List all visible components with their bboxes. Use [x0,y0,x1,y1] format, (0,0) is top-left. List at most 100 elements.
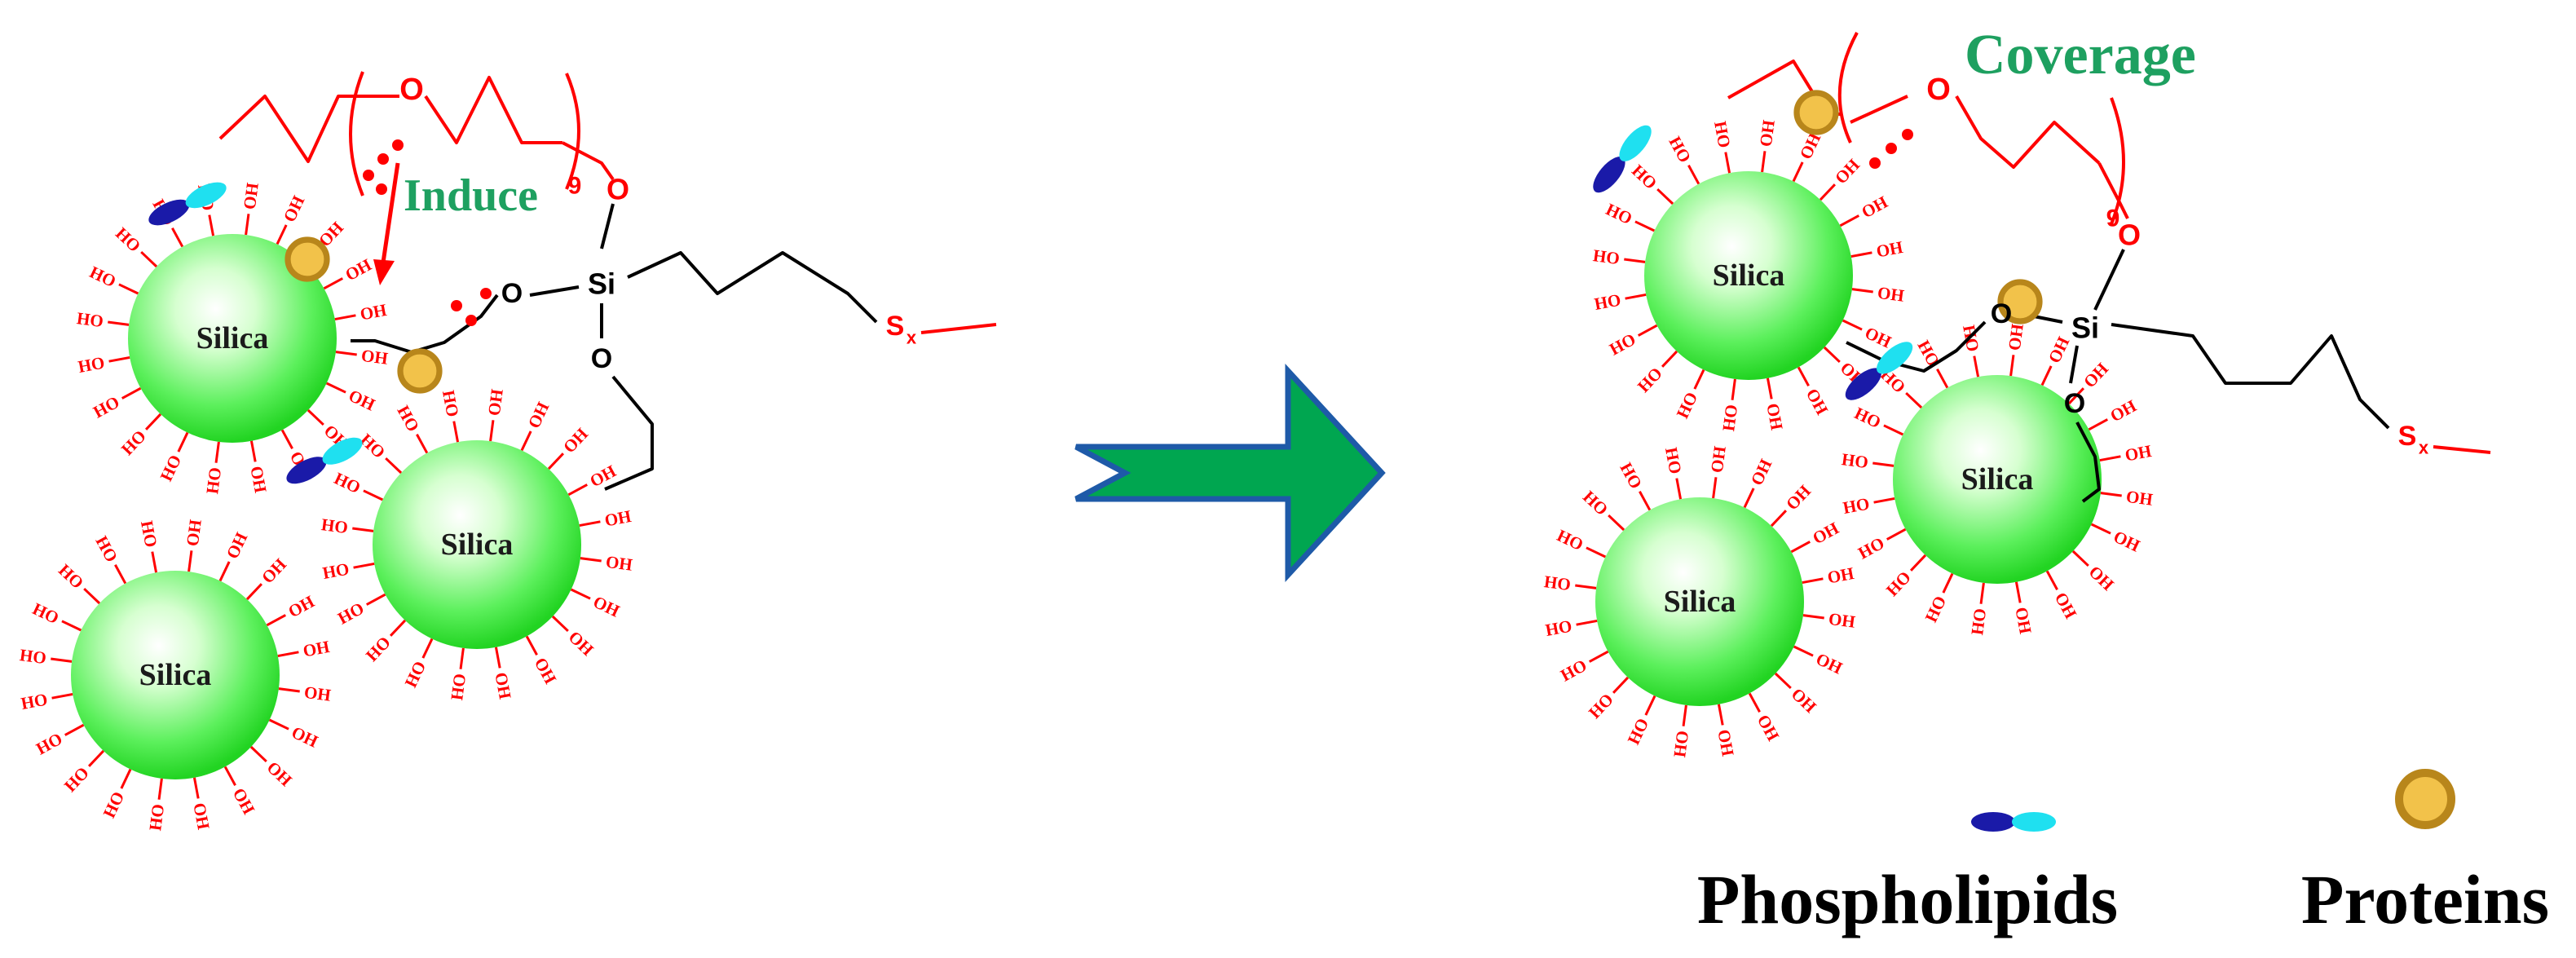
phospholipid-icon [148,182,227,226]
hydroxyl-label: HO [394,402,424,435]
silica-sphere [373,440,581,649]
hydroxyl-bond [489,420,495,442]
hydroxyl-label: HO [1967,607,1990,636]
hydroxyl-label: OH [2111,527,2143,556]
peg-bond [562,141,615,181]
repeat-bracket-right [2110,97,2125,225]
hydroxyl-label: HO [33,729,65,759]
hydroxyl-bond [249,745,267,762]
oxygen-label: O [1991,298,2012,329]
hydroxyl-bond [120,768,132,789]
hydroxyl-label: OH [302,637,332,661]
hydroxyl-bond [1608,514,1625,532]
propyl-chain [627,251,878,324]
hydroxyl-bond [1644,695,1656,716]
hydroxyl-bond [1936,369,1949,389]
hydroxyl-bond [276,224,288,245]
hydroxyl-bond [1774,672,1792,689]
hydroxyl-label: HO [20,689,50,713]
hydroxyl-bond [268,718,289,731]
hydroxyl-label: HO [362,633,395,665]
hydroxyl-bond [1612,676,1630,694]
hydroxyl-bond [551,615,569,632]
hydroxyl-label: OH [229,785,259,818]
hydroxyl-bond [1770,510,1787,528]
hydroxyl-bond [352,527,374,532]
peg-bond [1850,95,1908,124]
hydroxyl-bond [1712,477,1718,499]
hydroxyl-label: HO [439,389,463,419]
hydroxyl-label: HO [401,658,430,691]
hydroxyl-bond [335,351,357,356]
hydroxyl-bond [280,429,293,449]
oxygen-label: O [399,73,424,107]
hydroxyl-label: HO [99,788,129,821]
hydroxyl-bond [171,227,184,248]
hydroxyl-bond [2040,365,2053,386]
hydroxyl-label: HO [1592,245,1621,268]
hydroxyl-label: OH [1875,237,1905,262]
hydroxyl-label: OH [1813,649,1846,678]
hydroxyl-bond [61,620,82,632]
hydroxyl-bond [88,749,105,767]
hydroxyl-label: OH [263,757,296,790]
hydroxyl-label: OH [559,424,592,457]
induce-arrow-head [373,259,395,285]
hydroxyl-label: OH [590,592,623,621]
hydroxyl-bond [208,214,215,236]
hydroxyl-bond [580,557,602,563]
hydroxyl-label: HO [1665,133,1696,166]
hydroxyl-bond [1589,650,1609,663]
silicon-label: Si [588,267,615,301]
hydroxyl-label: OH [1877,283,1905,306]
silica-sphere [128,234,337,443]
peg-chain [1955,95,2101,169]
hydroxyl-bond [2045,570,2058,590]
hydroxyl-label: HO [1718,404,1741,432]
hydroxyl-bond [1634,220,1656,232]
hydroxyl-label: OH [1747,456,1776,488]
phospholipid-head [1619,125,1652,161]
hydroxyl-label: HO [1624,715,1653,748]
repeat-bracket-left [1837,32,1859,143]
hydroxyl-bond [416,434,429,454]
hydroxyl-bond [2100,492,2122,497]
hydroxyl-bond [2099,455,2121,462]
hydroxyl-bond [145,413,162,430]
hydrogen-bond-dot [392,139,404,151]
hydroxyl-label: OH [289,722,321,752]
hydroxyl-label: HO [92,532,122,565]
hydroxyl-label: HO [77,352,107,377]
polysulfide-bond [920,323,997,334]
phospholipid-head [322,437,363,465]
hydroxyl-bond [1625,293,1647,300]
hydroxyl-label: OH [1802,386,1833,418]
hydroxyl-bond [459,647,465,669]
hydroxyl-bond [1575,584,1597,589]
hydroxyl-label: OH [1796,130,1825,162]
hydroxyl-bond [1979,582,1985,604]
hydroxyl-bond [83,588,101,605]
hydroxyl-bond [1942,572,1954,594]
hydroxyl-label: OH [223,529,252,562]
hydroxyl-bond [192,777,200,799]
hydroxyl-label: OH [2044,333,2074,366]
hydroxyl-label: OH [342,255,375,285]
hydroxyl-bond [363,489,384,501]
hydroxyl-bond [157,778,163,800]
oxygen-label: O [607,173,629,206]
silica-label: Silica [1713,258,1785,293]
hydroxyl-label: HO [1544,616,1574,640]
hydroxyl-bond [1724,152,1731,174]
hydroxyl-bond [1693,369,1705,390]
silica-label: Silica [139,658,212,692]
hydroxyl-bond [1792,161,1804,183]
hydroxyl-bond [1872,461,1895,467]
hydroxyl-label: HO [1842,493,1872,518]
hydroxyl-label: OH [303,682,332,705]
phospholipid-tail [1845,368,1881,400]
hydroxyl-label: HO [1851,404,1884,433]
hydroxyl-bond [64,723,85,736]
hydroxyl-label: OH [2080,359,2112,391]
hydroxyl-bond [567,483,588,497]
